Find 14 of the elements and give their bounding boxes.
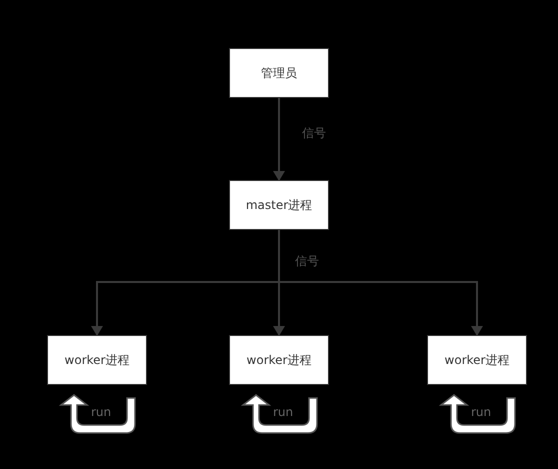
edge-label: 信号 <box>295 253 319 270</box>
node-label: worker进程 <box>246 352 312 368</box>
edge-label: 信号 <box>302 125 326 142</box>
arrow <box>273 98 285 181</box>
process-box <box>229 335 329 385</box>
node-label: master进程 <box>246 196 312 214</box>
node-label: worker进程 <box>444 352 510 368</box>
node-label: 管理员 <box>261 64 297 82</box>
node-label: worker进程 <box>64 352 130 368</box>
process-box <box>47 335 147 385</box>
arrow <box>278 230 483 336</box>
process-box <box>229 180 329 230</box>
process-box <box>427 335 527 385</box>
process-box <box>229 48 329 98</box>
